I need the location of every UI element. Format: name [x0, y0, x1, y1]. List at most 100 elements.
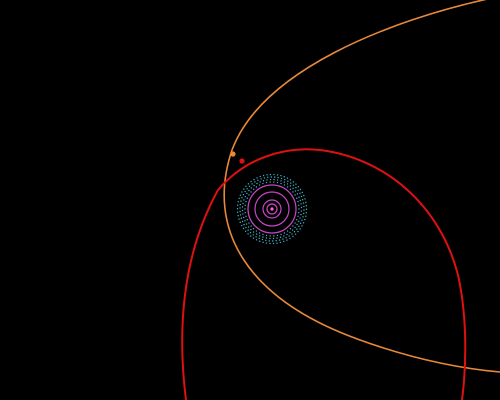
- belt-dot: [267, 176, 269, 178]
- belt-dot: [295, 183, 297, 185]
- belt-dot: [269, 181, 271, 183]
- belt-dot: [250, 191, 252, 193]
- belt-dot: [289, 179, 292, 181]
- belt-dot: [298, 220, 300, 223]
- red-orbit: [181, 148, 467, 400]
- belt-dot: [285, 237, 287, 239]
- belt-dot: [292, 184, 295, 186]
- belt-dot: [286, 239, 288, 241]
- belt-dot: [280, 182, 282, 185]
- belt-dot: [283, 240, 285, 243]
- belt-dot: [273, 181, 275, 183]
- belt-dot: [255, 186, 258, 188]
- belt-dot: [242, 213, 244, 215]
- belt-dot: [252, 234, 254, 236]
- belt-dot: [268, 240, 270, 242]
- belt-dot: [238, 218, 240, 220]
- belt-dot: [242, 202, 244, 205]
- belt-dot: [244, 190, 246, 193]
- belt-dot: [262, 233, 264, 236]
- belt-dot: [282, 238, 284, 240]
- belt-dot: [305, 205, 308, 207]
- belt-dot: [303, 209, 305, 211]
- belt-dot: [241, 224, 243, 227]
- belt-dot: [292, 191, 294, 193]
- belt-dot: [262, 236, 264, 238]
- belt-dot: [236, 211, 239, 213]
- belt-dot: [283, 181, 286, 183]
- belt-dot: [269, 237, 271, 240]
- belt-dot: [273, 235, 275, 237]
- belt-dot: [276, 179, 279, 181]
- belt-dot: [252, 237, 255, 239]
- belt-dot: [302, 202, 305, 204]
- belt-dot: [269, 178, 272, 181]
- belt-dot: [303, 205, 305, 208]
- belt-dot: [240, 217, 243, 219]
- belt-dot: [273, 178, 275, 181]
- inner-solar-system: [247, 184, 297, 234]
- belt-dot: [247, 183, 250, 185]
- belt-dot: [274, 176, 276, 178]
- belt-dot: [276, 234, 279, 237]
- belt-dot: [305, 215, 307, 217]
- belt-dot: [245, 215, 247, 217]
- belt-dot: [286, 230, 289, 232]
- belt-dot: [239, 221, 241, 224]
- belt-dot: [297, 189, 299, 192]
- belt-dot: [244, 208, 246, 210]
- belt-dot: [303, 194, 305, 197]
- belt-dot: [254, 181, 256, 183]
- belt-dot: [283, 176, 285, 178]
- belt-dot: [302, 216, 304, 218]
- belt-dot: [275, 240, 277, 242]
- belt-dot: [280, 177, 283, 180]
- belt-dot: [269, 242, 271, 245]
- belt-dot: [305, 212, 307, 214]
- belt-dot: [239, 207, 241, 209]
- belt-dot: [244, 220, 246, 222]
- belt-dot: [278, 239, 281, 241]
- belt-dot: [245, 223, 248, 225]
- belt-dot: [255, 239, 258, 241]
- belt-dot: [266, 179, 268, 181]
- belt-dot: [288, 235, 290, 237]
- belt-dot: [301, 219, 303, 221]
- belt-dot: [237, 204, 239, 206]
- belt-dot: [258, 235, 261, 237]
- belt-dot: [269, 173, 272, 176]
- belt-dot: [237, 201, 239, 203]
- belt-dot: [296, 219, 298, 221]
- belt-dot: [246, 188, 248, 190]
- belt-dot: [301, 199, 304, 201]
- belt-dot: [247, 229, 249, 231]
- belt-dot: [246, 192, 248, 195]
- belt-dot: [294, 226, 296, 229]
- belt-dot: [253, 178, 255, 181]
- belt-dot: [289, 188, 292, 190]
- belt-dot: [289, 228, 292, 230]
- belt-dot: [241, 220, 244, 223]
- belt-dot: [294, 194, 296, 196]
- belt-dot: [291, 229, 294, 231]
- belt-dot: [280, 233, 282, 236]
- belt-dot: [292, 181, 295, 183]
- belt-dot: [248, 189, 250, 192]
- belt-dot: [300, 210, 303, 212]
- belt-dot: [259, 181, 261, 183]
- belt-dot: [292, 235, 294, 238]
- belt-dot: [239, 214, 242, 216]
- belt-dot: [237, 215, 239, 217]
- belt-dot: [265, 242, 268, 244]
- belt-dot: [289, 185, 292, 187]
- belt-dot: [258, 237, 260, 240]
- belt-dot: [265, 181, 268, 184]
- belt-dot: [260, 178, 262, 180]
- belt-dot: [297, 201, 299, 203]
- belt-dot: [261, 238, 264, 241]
- belt-dot: [300, 195, 303, 198]
- belt-dot: [245, 185, 247, 188]
- belt-dot: [299, 199, 301, 202]
- belt-dot: [246, 197, 248, 199]
